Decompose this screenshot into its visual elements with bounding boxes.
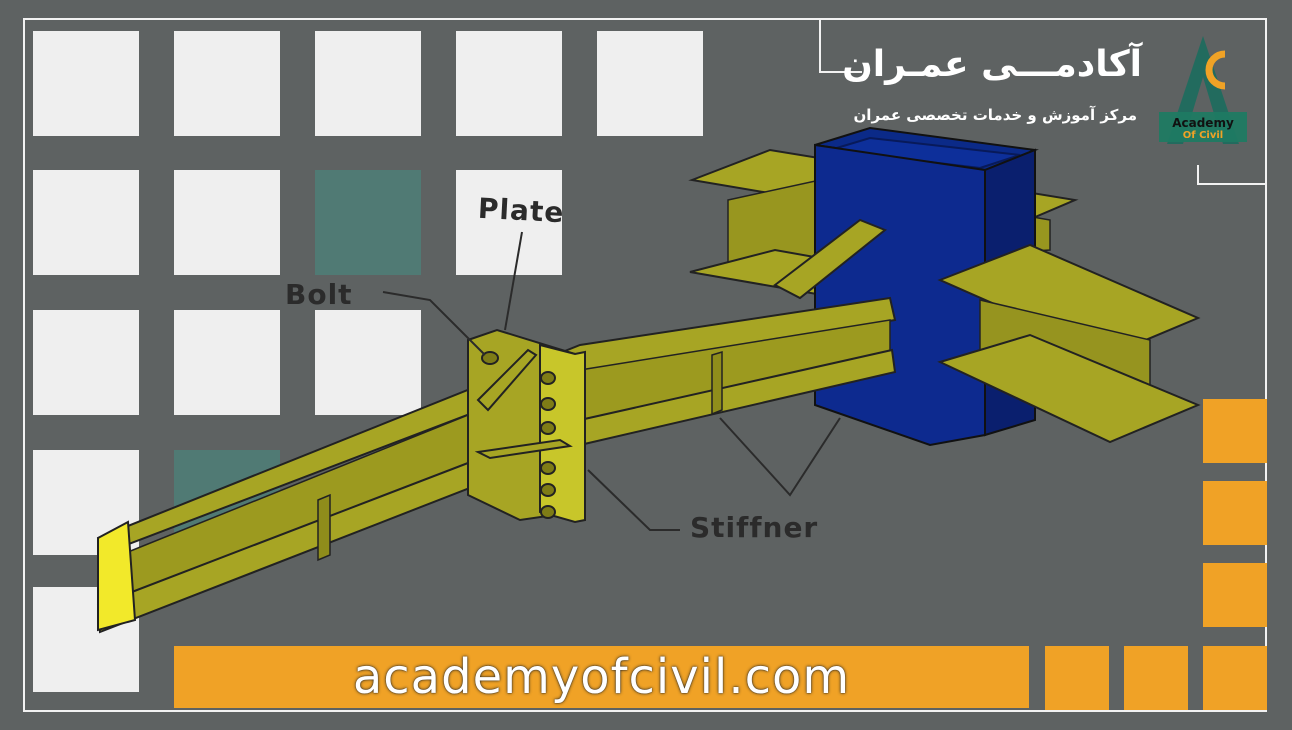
academy-logo: Academy Of Civil [1153,32,1253,150]
grid-tile [174,31,280,136]
footer-url-bar [174,646,1029,708]
web-stiffener [711,350,723,416]
bracket-line [819,20,862,73]
bolt [540,483,556,497]
orange-block [1124,646,1188,710]
grid-tile [33,170,139,275]
brand-subtitle: مرکز آموزش و خدمات تخصصی عمران [853,106,1138,124]
orange-block [1045,646,1109,710]
stiffener-leader [587,469,680,531]
bracket-line [1197,165,1267,185]
bolt [540,371,556,385]
grid-tile [315,31,421,136]
bolt [481,351,499,365]
orange-block [1203,646,1267,710]
grid-tile [174,310,280,415]
plate-stiffener [474,438,573,460]
bolt-label: Bolt [285,278,353,311]
grid-tile [33,310,139,415]
plate-stiffener [476,348,538,412]
bolt [540,461,556,475]
logo-icon [1159,36,1247,144]
grid-tile [174,170,280,275]
website-url[interactable]: academyofcivil.com [352,649,851,705]
leader-lines [382,231,841,531]
web-stiffener [317,493,331,562]
grid-tile [33,31,139,136]
grid-tile [315,310,421,415]
bolt [540,505,556,519]
grid-tile [597,31,703,136]
stiffener-leader [719,417,841,497]
orange-block [1203,563,1267,627]
stiffener-label: Stiffner [690,511,819,544]
grid-tile [456,31,562,136]
logo-text-academy: Academy [1172,116,1234,130]
grid-tile-teal [315,170,421,275]
orange-block [1203,481,1267,545]
bolt [540,421,556,435]
gusset-plate [773,218,887,300]
beam-end-section [97,520,137,632]
logo-text-ofcivil: Of Civil [1182,130,1224,141]
bolt [540,397,556,411]
grid-tile [456,170,562,275]
orange-block [1203,399,1267,463]
plate-leader [504,231,523,331]
brand-title: آکادمـــی عمـران [842,44,1142,85]
bolt-group [481,351,556,519]
right-beam-bottom-flange [937,333,1201,444]
bolt-leader [382,291,486,356]
